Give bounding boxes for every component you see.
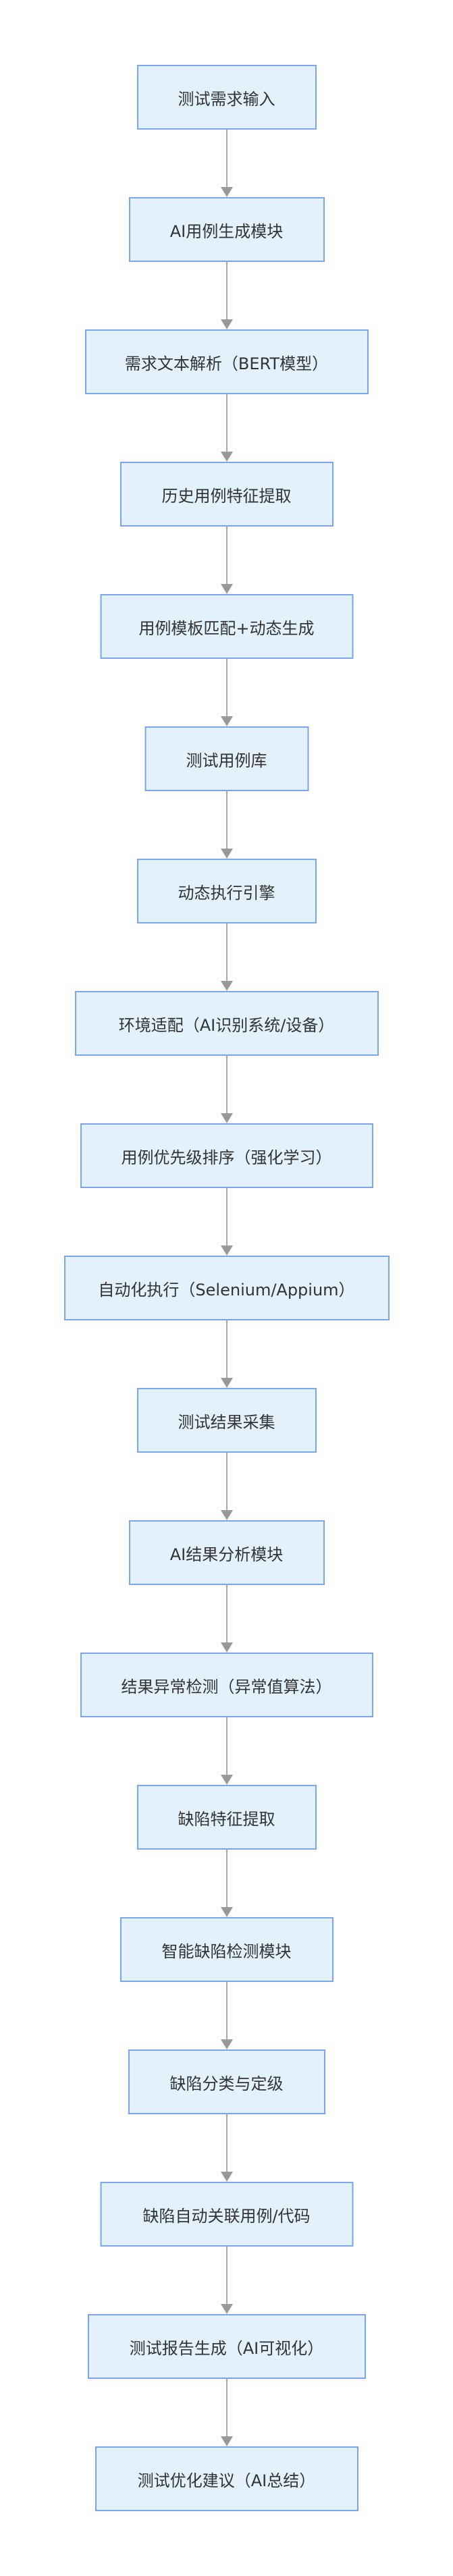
flow-connector-8: [220, 1056, 234, 1123]
flow-connector-3: [220, 394, 234, 462]
flow-connector-13: [220, 1717, 234, 1785]
arrow-down-icon: [220, 187, 233, 197]
flow-node-9: 用例优先级排序（强化学习）: [80, 1123, 373, 1188]
flow-node-11: 测试结果采集: [136, 1388, 317, 1453]
connector-line: [225, 262, 228, 319]
flow-connector-9: [220, 1188, 234, 1256]
flow-connector-14: [220, 1850, 234, 1917]
connector-line: [225, 1320, 228, 1378]
flow-connector-7: [220, 923, 234, 991]
connector-line: [225, 527, 228, 584]
connector-line: [225, 923, 228, 981]
connector-line: [225, 1850, 228, 1907]
arrow-down-icon: [220, 2172, 233, 2182]
flow-connector-6: [220, 791, 234, 859]
arrow-down-icon: [220, 1642, 233, 1653]
arrow-down-icon: [220, 1907, 233, 1917]
flow-node-5: 用例模板匹配+动态生成: [100, 594, 353, 659]
flow-node-1: 测试需求输入: [136, 65, 317, 130]
connector-line: [225, 1717, 228, 1775]
arrow-down-icon: [220, 1378, 233, 1388]
arrow-down-icon: [220, 1113, 233, 1123]
arrow-down-icon: [220, 1245, 233, 1256]
arrow-down-icon: [220, 2436, 233, 2446]
flow-node-17: 缺陷自动关联用例/代码: [100, 2182, 353, 2247]
flow-connector-16: [220, 2114, 234, 2182]
connector-line: [225, 791, 228, 849]
flow-node-4: 历史用例特征提取: [119, 462, 334, 527]
flow-node-10: 自动化执行（Selenium/Appium）: [63, 1256, 390, 1320]
flow-connector-10: [220, 1320, 234, 1388]
arrow-down-icon: [220, 319, 233, 329]
flow-node-8: 环境适配（AI识别系统/设备）: [74, 991, 379, 1056]
connector-line: [225, 2114, 228, 2172]
flow-connector-2: [220, 262, 234, 329]
arrow-down-icon: [220, 2304, 233, 2314]
flow-node-2: AI用例生成模块: [128, 197, 325, 262]
arrow-down-icon: [220, 452, 233, 462]
flow-connector-11: [220, 1453, 234, 1520]
arrow-down-icon: [220, 716, 233, 726]
flow-node-7: 动态执行引擎: [136, 859, 317, 923]
connector-line: [225, 1453, 228, 1510]
flow-node-14: 缺陷特征提取: [136, 1785, 317, 1850]
connector-line: [225, 1585, 228, 1642]
flow-node-16: 缺陷分类与定级: [128, 2049, 325, 2114]
arrow-down-icon: [220, 584, 233, 594]
flow-node-13: 结果异常检测（异常值算法）: [80, 1653, 373, 1717]
flow-node-6: 测试用例库: [144, 726, 309, 791]
connector-line: [225, 659, 228, 716]
flow-connector-5: [220, 659, 234, 726]
connector-line: [225, 1188, 228, 1245]
flow-node-3: 需求文本解析（BERT模型）: [84, 329, 369, 394]
flow-connector-4: [220, 527, 234, 594]
flow-connector-1: [220, 130, 234, 197]
arrow-down-icon: [220, 2039, 233, 2049]
connector-line: [225, 130, 228, 187]
arrow-down-icon: [220, 1510, 233, 1520]
flow-connector-17: [220, 2247, 234, 2314]
flow-connector-12: [220, 1585, 234, 1653]
flow-node-12: AI结果分析模块: [128, 1520, 325, 1585]
arrow-down-icon: [220, 849, 233, 859]
flow-node-19: 测试优化建议（AI总结）: [95, 2446, 358, 2511]
arrow-down-icon: [220, 981, 233, 991]
flow-node-15: 智能缺陷检测模块: [119, 1917, 334, 1982]
flow-connector-15: [220, 1982, 234, 2049]
connector-line: [225, 394, 228, 452]
connector-line: [225, 2379, 228, 2436]
connector-line: [225, 2247, 228, 2304]
arrow-down-icon: [220, 1775, 233, 1785]
flow-connector-18: [220, 2379, 234, 2446]
connector-line: [225, 1982, 228, 2039]
connector-line: [225, 1056, 228, 1113]
flow-node-18: 测试报告生成（AI可视化）: [87, 2314, 366, 2379]
